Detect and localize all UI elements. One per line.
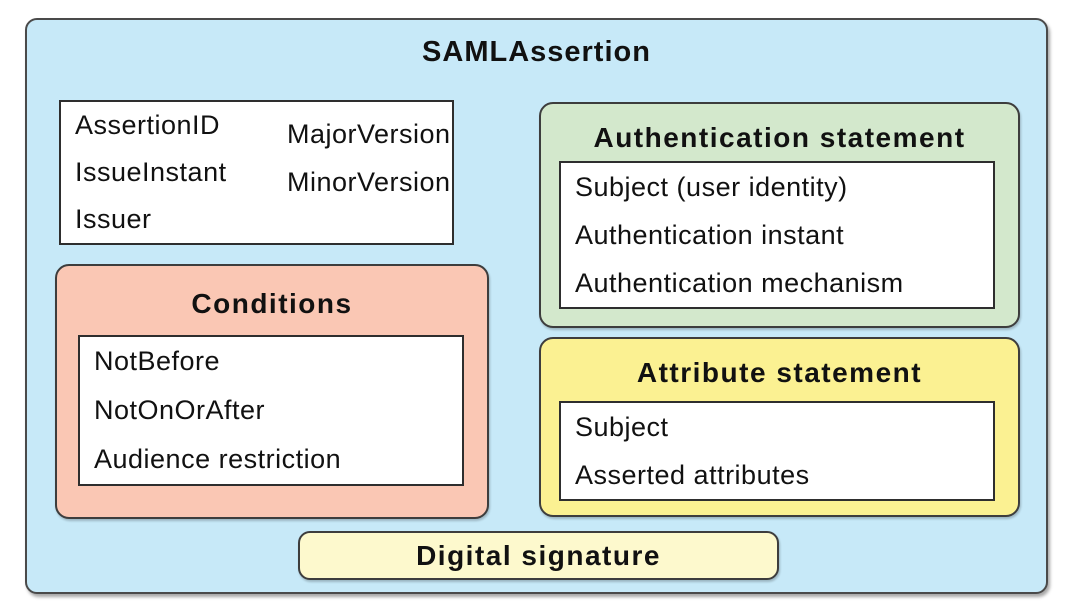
attribute-statement-item: Subject bbox=[575, 411, 669, 442]
conditions-items-box: NotBefore NotOnOrAfter Audience restrict… bbox=[78, 335, 464, 486]
attribute-item: MajorVersion bbox=[287, 118, 451, 149]
diagram-title: SAMLAssertion bbox=[422, 36, 651, 68]
attribute-statement-title: Attribute statement bbox=[636, 357, 923, 388]
attribute-statement-item: Asserted attributes bbox=[575, 459, 810, 490]
conditions-box: Conditions NotBefore NotOnOrAfter Audien… bbox=[55, 264, 489, 519]
authentication-items-box: Subject (user identity) Authentication i… bbox=[559, 161, 995, 309]
condition-item: Audience restriction bbox=[94, 444, 342, 474]
condition-item: NotBefore bbox=[94, 346, 221, 376]
condition-item: NotOnOrAfter bbox=[94, 395, 266, 425]
attribute-item: MinorVersion bbox=[287, 166, 451, 197]
digital-signature-box: Digital signature bbox=[298, 531, 779, 580]
authentication-item: Subject (user identity) bbox=[575, 171, 848, 202]
authentication-statement-box: Authentication statement Subject (user i… bbox=[539, 102, 1020, 328]
conditions-title: Conditions bbox=[191, 288, 353, 319]
assertion-attributes-column-1: AssertionID IssueInstant Issuer bbox=[61, 102, 287, 243]
saml-assertion-container: SAMLAssertion AssertionID IssueInstant I… bbox=[25, 18, 1048, 594]
attribute-statement-items-box: Subject Asserted attributes bbox=[559, 401, 995, 501]
authentication-statement-title: Authentication statement bbox=[593, 122, 966, 153]
attribute-item: AssertionID bbox=[75, 110, 221, 140]
authentication-item: Authentication mechanism bbox=[575, 267, 904, 298]
assertion-attributes-column-2: MajorVersion MinorVersion bbox=[287, 102, 452, 243]
attribute-item: IssueInstant bbox=[75, 157, 227, 187]
attribute-statement-box: Attribute statement Subject Asserted att… bbox=[539, 337, 1020, 517]
attribute-item: Issuer bbox=[75, 204, 152, 234]
assertion-attributes-box: AssertionID IssueInstant Issuer MajorVer… bbox=[59, 100, 454, 245]
authentication-item: Authentication instant bbox=[575, 219, 845, 250]
digital-signature-title: Digital signature bbox=[416, 539, 661, 571]
